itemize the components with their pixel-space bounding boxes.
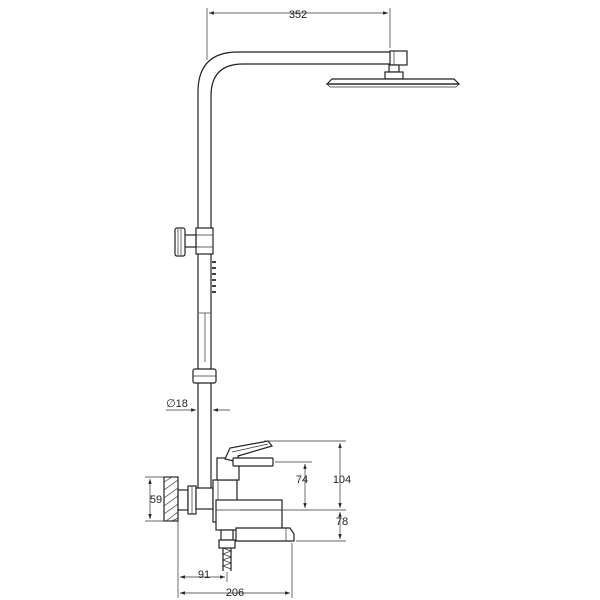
wall-section (163, 476, 179, 522)
dimension-diameter-18: ∅18 (166, 398, 230, 412)
dimension-104: 104 (264, 440, 351, 511)
dim-104-label: 104 (333, 474, 351, 486)
dim-diameter-label: ∅18 (166, 398, 188, 410)
dimension-59: 59 (145, 476, 175, 522)
dim-206-label: 206 (226, 587, 244, 599)
dim-91-label: 91 (198, 569, 210, 581)
dimension-78: 78 (296, 512, 348, 542)
dim-78-label: 78 (336, 516, 348, 528)
diverter-knob (174, 227, 214, 257)
dimension-91: 91 (177, 521, 228, 598)
dimension-352: 352 (206, 8, 391, 60)
dimension-74: 74 (240, 461, 312, 511)
overhead-arm (197, 50, 408, 232)
slider-clamp (192, 368, 217, 384)
wall-bracket (177, 485, 197, 515)
dim-74-label: 74 (296, 474, 308, 486)
hose-connector (218, 529, 236, 571)
dim-352-label: 352 (289, 9, 307, 21)
dim-59-label: 59 (150, 494, 162, 506)
rain-shower-head (325, 64, 461, 88)
riser-pipe (197, 232, 212, 488)
bath-mixer (195, 440, 295, 542)
slide-bar-details (199, 261, 216, 362)
dimension-206: 206 (180, 543, 293, 599)
